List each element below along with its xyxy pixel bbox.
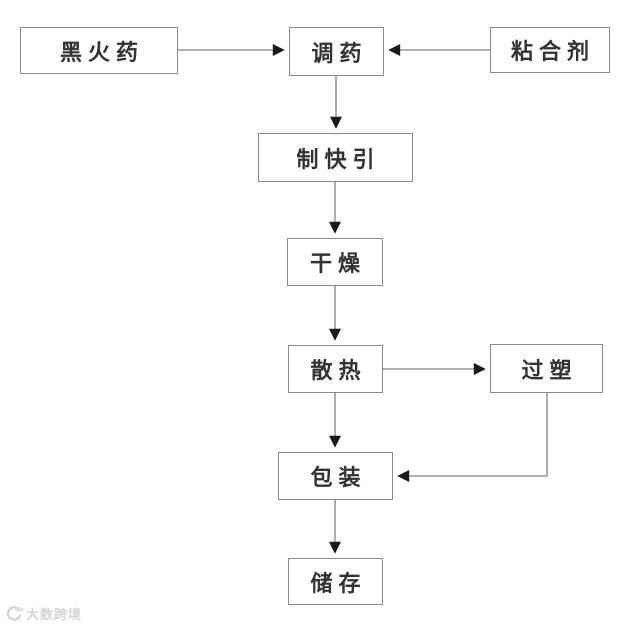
node-dry: 干燥	[287, 238, 383, 286]
node-store: 储存	[288, 558, 383, 605]
node-mix: 调药	[289, 27, 384, 76]
node-make-fuse: 制快引	[258, 133, 413, 182]
watermark: 大数跨境	[5, 604, 82, 623]
node-label: 散热	[310, 358, 367, 383]
node-black-powder: 黑火药	[20, 27, 178, 74]
node-label: 调药	[311, 40, 368, 66]
node-label: 储存	[310, 570, 367, 596]
node-binder: 粘合剂	[490, 27, 610, 73]
watermark-logo-icon	[5, 605, 23, 622]
edge-laminate-to-pack	[397, 393, 548, 482]
node-label: 包装	[310, 465, 367, 490]
node-label: 过塑	[521, 357, 578, 383]
node-laminate: 过塑	[490, 344, 603, 393]
node-label: 粘合剂	[510, 39, 595, 64]
node-label: 制快引	[296, 146, 381, 172]
watermark-text: 大数跨境	[26, 607, 83, 622]
node-cool: 散热	[288, 345, 383, 393]
node-pack: 包装	[278, 452, 393, 500]
node-label: 干燥	[309, 251, 366, 276]
node-label: 黑火药	[59, 39, 144, 65]
